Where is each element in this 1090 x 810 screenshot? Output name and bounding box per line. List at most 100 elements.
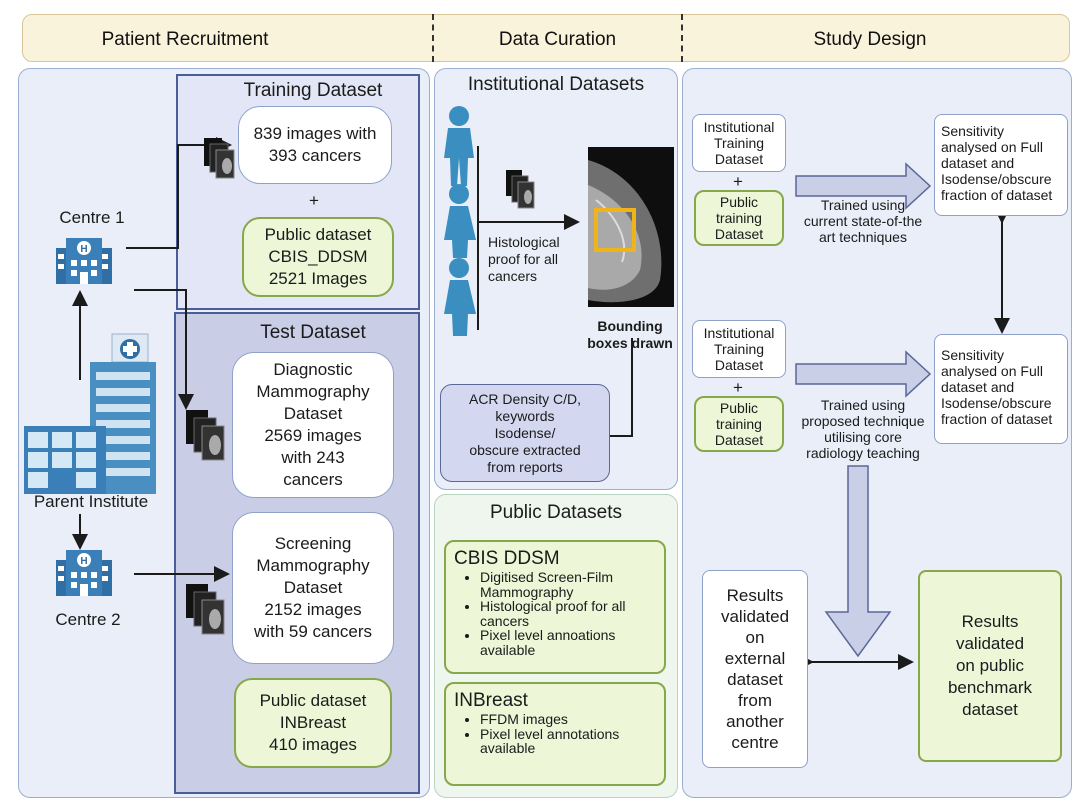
ext-line5: dataset xyxy=(727,670,783,689)
pub2-line1: Public xyxy=(719,400,759,416)
institutional-training-box-1: Institutional Training Dataset xyxy=(692,114,786,172)
ext-line2: validated xyxy=(720,607,790,626)
trained2-line4: radiology teaching xyxy=(806,445,920,461)
test-dataset-title: Test Dataset xyxy=(260,322,366,343)
sens2-line4: Isodense/obscure xyxy=(941,395,1052,411)
diagnostic-line6: cancers xyxy=(283,470,343,489)
inst1-line3: Dataset xyxy=(714,151,764,167)
screening-mammogram-stack-icon xyxy=(186,584,225,635)
ext-line8: centre xyxy=(731,733,779,752)
training-images-box: 839 images with 393 cancers xyxy=(238,106,392,184)
bench-line4: benchmark xyxy=(947,678,1033,697)
pub2-line3: Dataset xyxy=(714,432,764,448)
training-public-line3: 2521 Images xyxy=(268,269,368,288)
ext-line7: another xyxy=(726,712,784,731)
benchmark-results-box: Results validated on public benchmark da… xyxy=(918,570,1062,762)
screening-line3: Dataset xyxy=(283,578,343,597)
header-patient-recruitment: Patient Recruitment xyxy=(101,29,269,50)
pub2-line2: training xyxy=(716,416,762,432)
header-data-curation: Data Curation xyxy=(498,29,617,50)
bbox-line1: Bounding xyxy=(597,318,663,334)
sens1-line2: analysed on Full xyxy=(941,139,1043,155)
trained-label-2: Trained using proposed technique utilisi… xyxy=(790,396,936,462)
acr-line2: keywords xyxy=(495,407,555,424)
trained-arrow-1 xyxy=(795,162,932,210)
trained-label-1: Trained using current state-of-the art t… xyxy=(796,196,930,246)
public-datasets-title: Public Datasets xyxy=(489,502,622,523)
pub1-line2: training xyxy=(716,210,762,226)
ext-line1: Results xyxy=(726,586,784,605)
sens1-line5: fraction of dataset xyxy=(941,187,1053,203)
inst2-line2: Training xyxy=(713,341,765,357)
acr-line4: obscure extracted xyxy=(469,441,581,458)
inbreast-public-line3: 410 images xyxy=(269,735,357,754)
header-divider-1 xyxy=(432,14,434,62)
bench-line5: dataset xyxy=(962,700,1018,719)
screening-line2: Mammography xyxy=(256,556,370,575)
trained1-line1: Trained using xyxy=(820,197,906,213)
training-public-line1: Public dataset xyxy=(264,225,372,244)
histo-line1: Histological xyxy=(488,234,560,250)
inbreast-public-line2: INBreast xyxy=(279,713,347,732)
ext-line6: from xyxy=(738,691,772,710)
svg-text:H: H xyxy=(80,244,87,255)
sens2-line5: fraction of dataset xyxy=(941,411,1053,427)
centre1-hospital-icon: H xyxy=(56,238,112,284)
diagnostic-line5: with 243 xyxy=(281,448,345,467)
diagnostic-line4: 2569 images xyxy=(264,426,362,445)
training-images-line2: 393 cancers xyxy=(268,146,362,165)
acr-line3: Isodense/ xyxy=(494,424,556,441)
female-patient-icon-1 xyxy=(444,106,474,186)
acr-line1: ACR Density C/D, xyxy=(468,390,582,407)
inst2-line1: Institutional xyxy=(703,325,775,341)
inbreast-list: FFDM images Pixel level annotations avai… xyxy=(454,712,658,756)
bench-line1: Results xyxy=(961,612,1019,631)
header-band xyxy=(22,14,1070,62)
training-public-line2: CBIS_DDSM xyxy=(268,247,368,266)
institutional-training-box-2: Institutional Training Dataset xyxy=(692,320,786,378)
training-plus-sign: + xyxy=(309,191,319,210)
ext-line3: on xyxy=(745,628,765,647)
female-patient-icon-2 xyxy=(444,184,476,258)
trained2-line3: utilising core xyxy=(824,429,902,445)
bench-line3: on public xyxy=(955,656,1025,675)
sens1-line1: Sensitivity xyxy=(941,123,1005,139)
bounding-boxes-label: Bounding boxes drawn xyxy=(582,316,678,354)
svg-text:H: H xyxy=(80,556,87,567)
cbis-ddsm-box: CBIS DDSM Digitised Screen-Film Mammogra… xyxy=(444,540,666,674)
cbis-item: Digitised Screen-Film Mammography xyxy=(480,570,658,599)
design-plus-sign-1: + xyxy=(733,172,743,191)
inst1-line2: Training xyxy=(713,135,765,151)
histological-proof-label: Histological proof for all cancers xyxy=(488,234,578,285)
diagnostic-dataset-box: Diagnostic Mammography Dataset 2569 imag… xyxy=(232,352,394,498)
sens1-line3: dataset and xyxy=(941,155,1015,171)
cbis-ddsm-title: CBIS DDSM xyxy=(454,548,560,569)
institutional-mammogram-stack-icon xyxy=(506,170,535,209)
inbreast-item: FFDM images xyxy=(480,712,658,727)
cbis-ddsm-list: Digitised Screen-Film Mammography Histol… xyxy=(454,570,658,657)
trained2-line1: Trained using xyxy=(820,397,906,413)
sens1-line4: Isodense/obscure xyxy=(941,171,1052,187)
female-patient-icon-3 xyxy=(444,258,476,336)
screening-line1: Screening xyxy=(274,534,352,553)
centre2-hospital-icon: H xyxy=(56,550,112,596)
parent-institute-building-icon xyxy=(24,333,156,494)
inbreast-title: INBreast xyxy=(454,690,528,711)
inbreast-box: INBreast FFDM images Pixel level annotat… xyxy=(444,682,666,786)
cbis-item: Pixel level annoations available xyxy=(480,628,658,657)
bench-line2: validated xyxy=(955,634,1025,653)
diagnostic-line1: Diagnostic xyxy=(273,360,353,379)
diagnostic-line2: Mammography xyxy=(256,382,370,401)
training-public-dataset-box: Public dataset CBIS_DDSM 2521 Images xyxy=(242,217,394,297)
inbreast-item: Pixel level annotations available xyxy=(480,726,658,756)
histo-line3: cancers xyxy=(488,268,538,284)
trained1-line2: current state-of-the xyxy=(803,213,923,229)
trained1-line3: art techniques xyxy=(819,229,907,245)
pub1-line1: Public xyxy=(719,194,759,210)
diagnostic-line3: Dataset xyxy=(283,404,343,423)
header-study-design: Study Design xyxy=(813,29,927,50)
external-results-box: Results validated on external dataset fr… xyxy=(702,570,808,768)
sens2-line2: analysed on Full xyxy=(941,363,1043,379)
centre1-label: Centre 1 xyxy=(59,208,125,227)
training-images-line1: 839 images with xyxy=(253,124,377,143)
